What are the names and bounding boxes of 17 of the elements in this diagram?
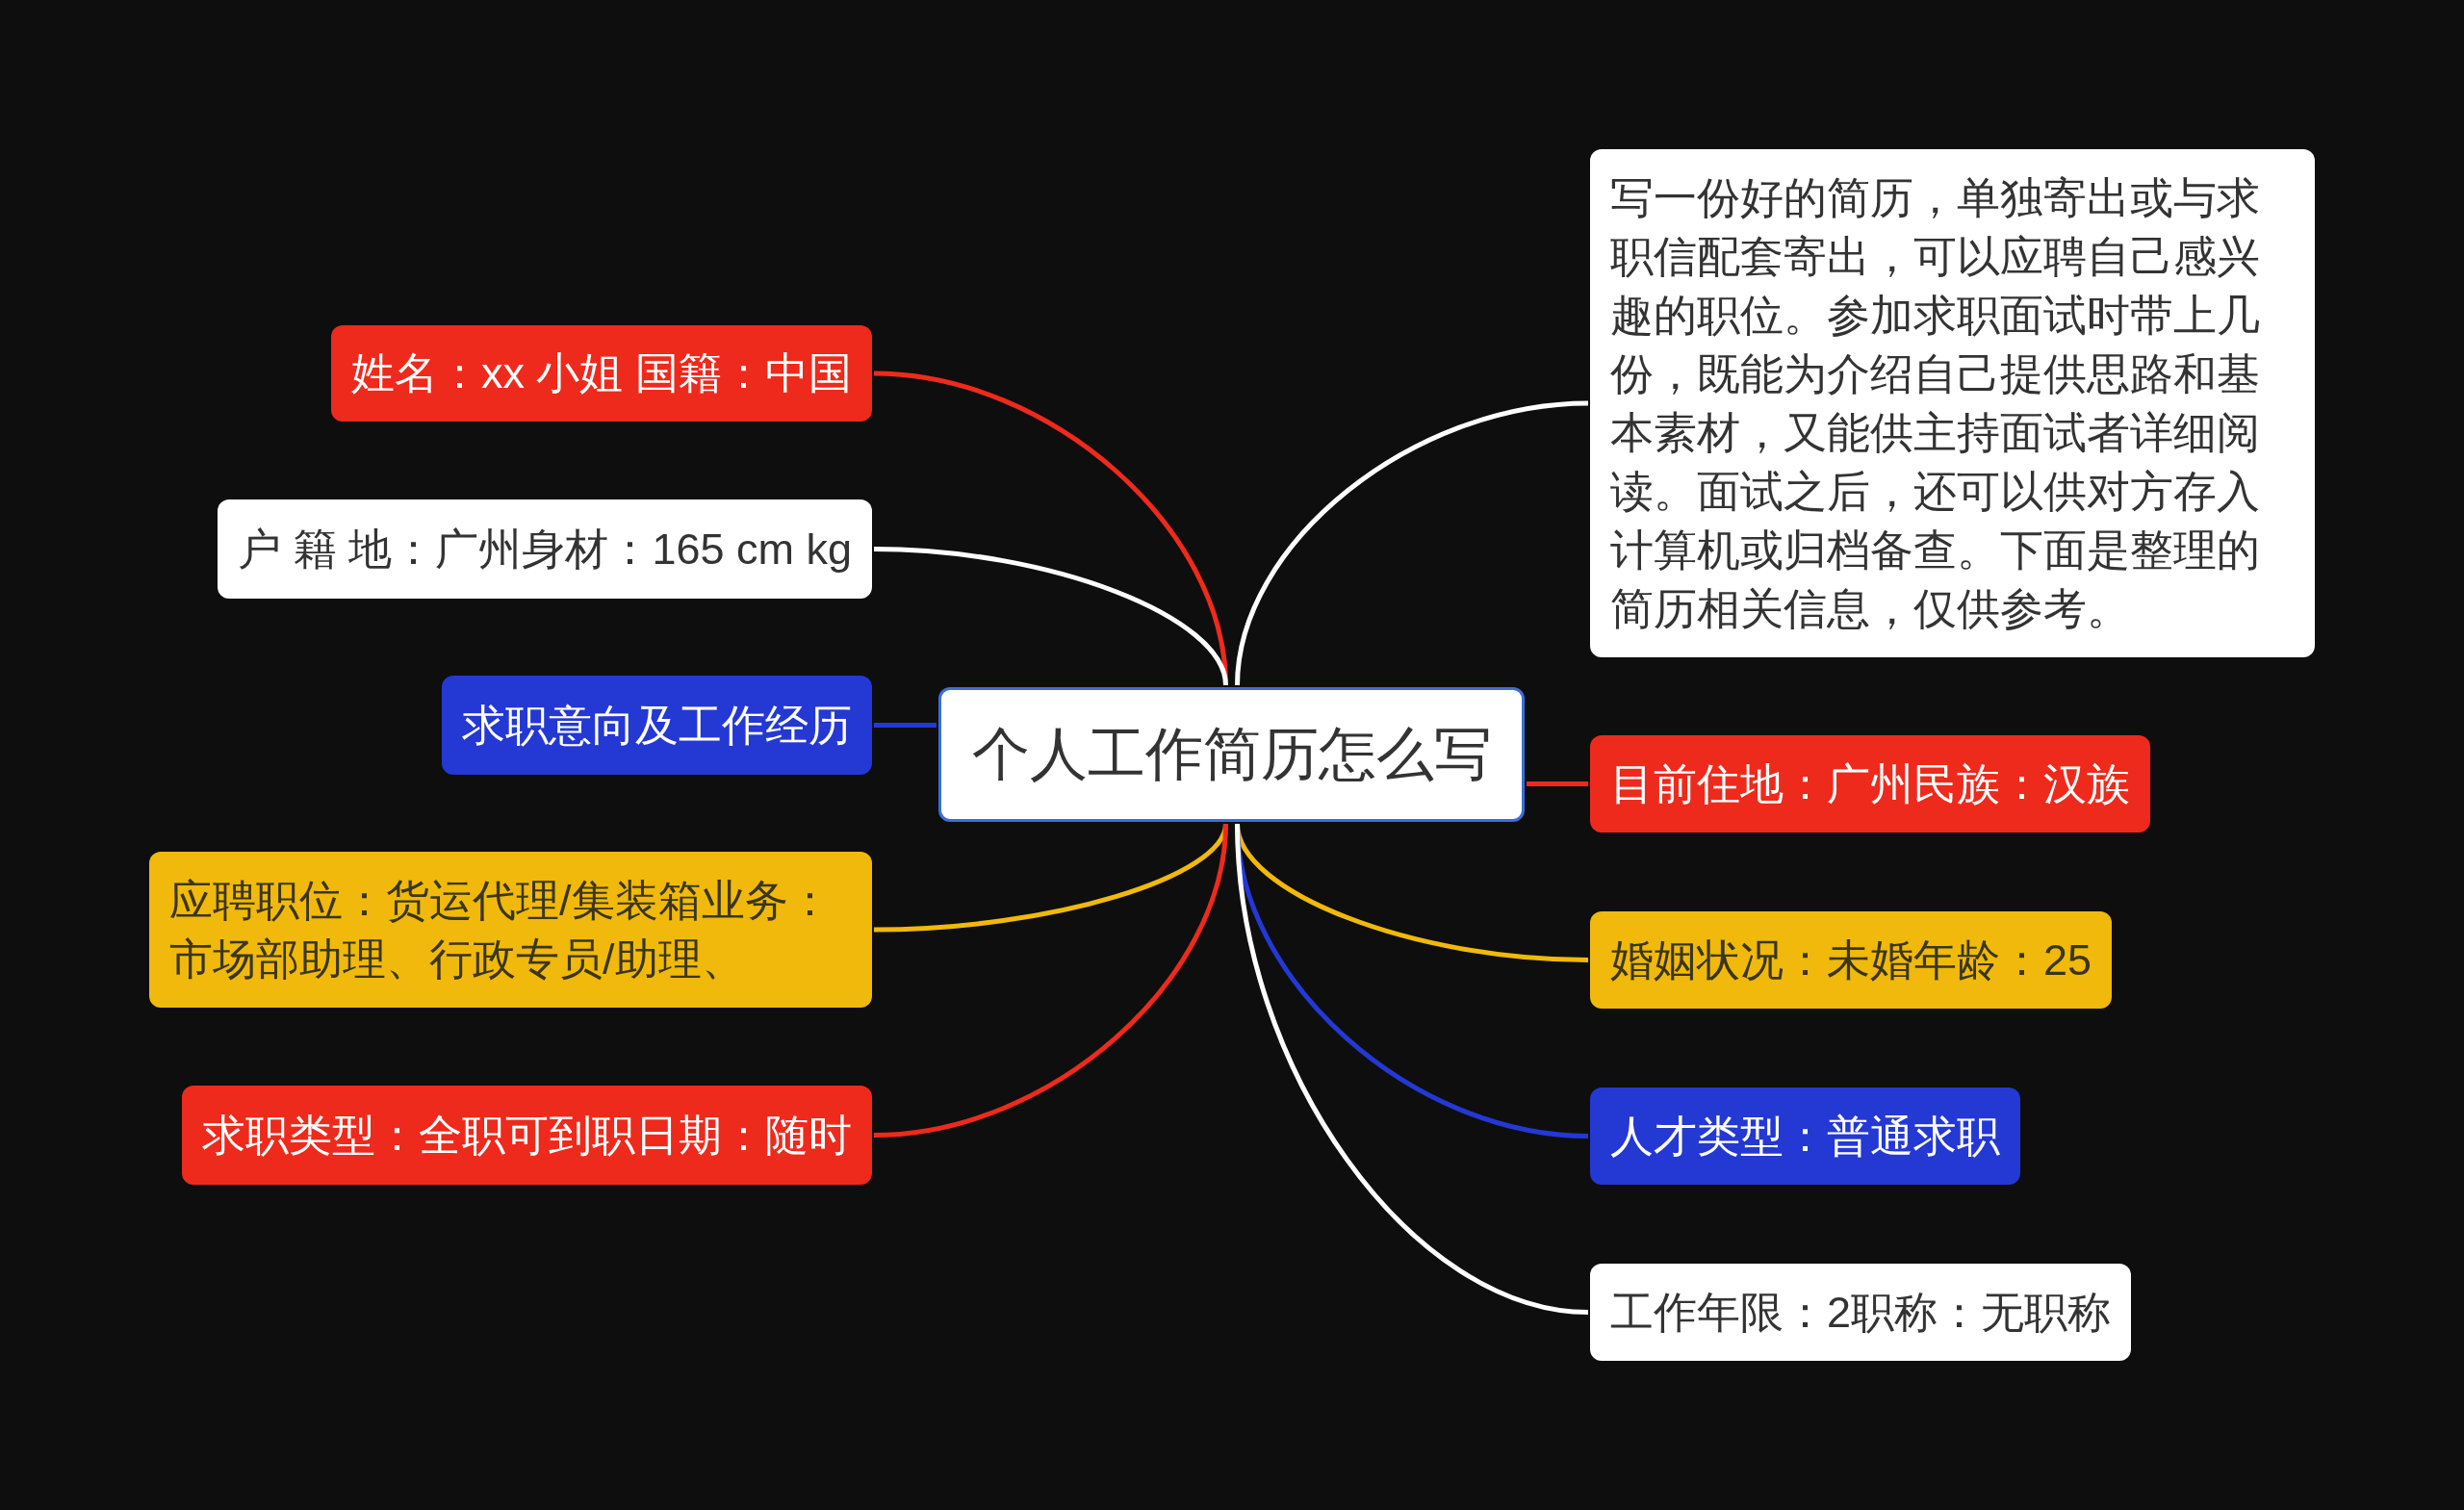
connector-line: [1235, 823, 1589, 1315]
topic-box: 户 籍 地：广州身材：165 cm kg: [218, 499, 872, 599]
topic-box: 求职意向及工作经历: [442, 676, 872, 775]
note-box: 写一份好的简历，单独寄出或与求职信配套寄出，可以应聘自己感兴趣的职位。参加求职面试时带上几份，既能为介绍自己提供思路和基本素材，又能供主持面试者详细阅读。面试之后，还可以供对方存入计算机或归档备查。下面是整理的简历相关信息，仅供参考。: [1590, 149, 2315, 657]
topic-box: 目前住地：广州民族：汉族: [1590, 735, 2150, 832]
connector-line: [873, 823, 1228, 1138]
connector-line: [1235, 400, 1589, 686]
topic-box: 应聘职位：货运代理/集装箱业务：市场部助理、行政专员/助理、: [149, 852, 872, 1008]
topic-box: 求职类型：全职可到职日期：随时: [182, 1086, 872, 1185]
central-topic-box: 个人工作简历怎么写: [938, 687, 1525, 822]
topic-box: 婚姻状况：未婚年龄：25: [1590, 911, 2113, 1009]
topic-box: 姓名：xx 小姐 国籍：中国: [331, 325, 872, 422]
topic-box: 工作年限：2职称：无职称: [1590, 1264, 2132, 1361]
topic-box: 人才类型：普通求职: [1590, 1088, 2020, 1185]
connector-line: [1527, 781, 1588, 786]
connector-line: [874, 723, 937, 728]
connector-line: [873, 547, 1228, 686]
